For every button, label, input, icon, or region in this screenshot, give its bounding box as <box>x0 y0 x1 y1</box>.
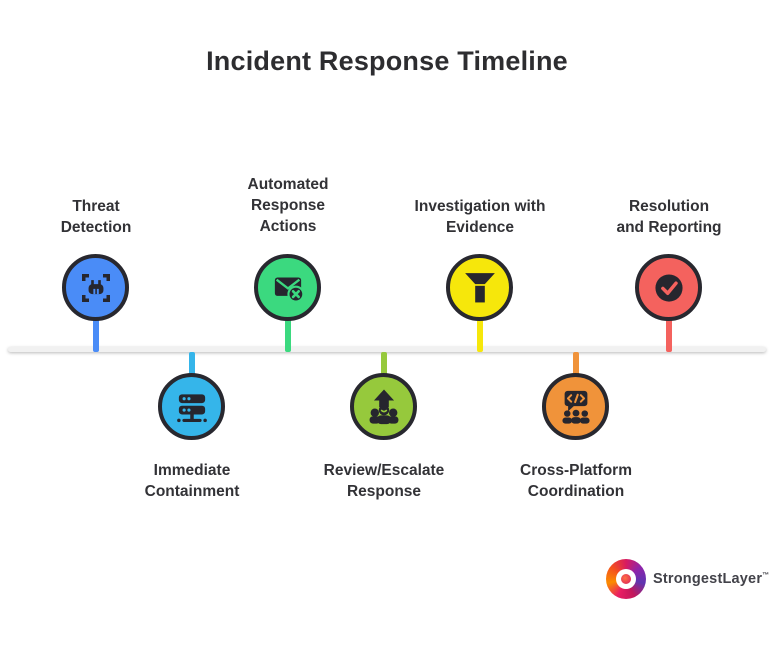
brand-logo: StrongestLayer™ <box>606 559 769 599</box>
escalation-icon <box>369 389 398 424</box>
check-icon <box>654 273 683 302</box>
logo-wordmark: StrongestLayer™ <box>653 571 770 587</box>
logo-pinwheel-icon <box>606 559 646 599</box>
code-chat-icon <box>561 390 590 424</box>
node-investigation-with-evidence <box>446 254 513 321</box>
node-automated-response-actions <box>254 254 321 321</box>
funnel-icon <box>464 272 495 302</box>
node-resolution-and-reporting <box>635 254 702 321</box>
node-threat-detection <box>62 254 129 321</box>
page-title: Incident Response Timeline <box>206 46 568 76</box>
mail-blocked-icon <box>274 277 304 303</box>
node-immediate-containment <box>158 373 225 440</box>
connector-stem <box>189 352 195 378</box>
connector-stem <box>381 352 387 378</box>
bug-scan-icon <box>81 273 110 302</box>
connector-stem <box>477 316 483 352</box>
node-review-escalate-response <box>350 373 417 440</box>
connector-stem <box>93 316 99 352</box>
timeline-line <box>8 347 766 352</box>
connector-stem <box>573 352 579 378</box>
connector-stem <box>666 316 672 352</box>
node-cross-platform-coordination <box>542 373 609 440</box>
server-icon <box>176 393 207 422</box>
connector-stem <box>285 316 291 352</box>
